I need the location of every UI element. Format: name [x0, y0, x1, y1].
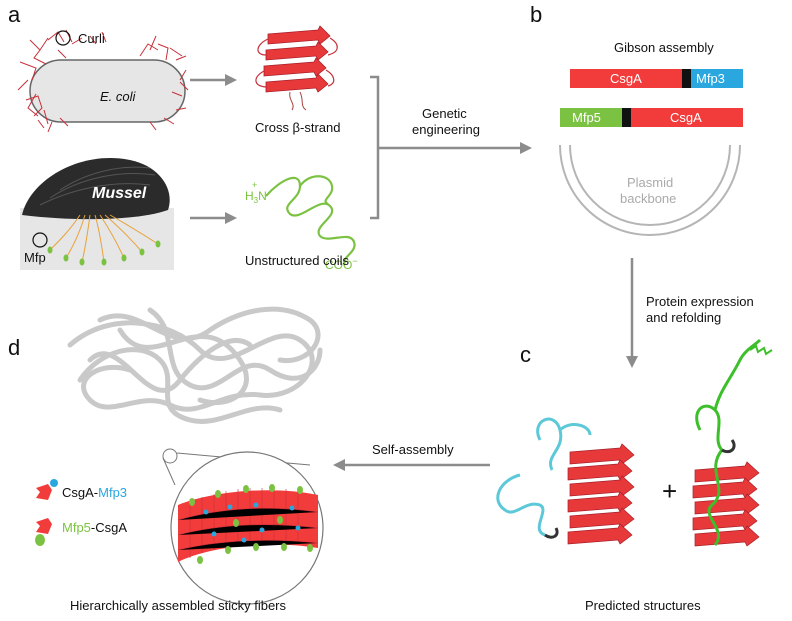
unstructured-coils-illustration: H3N + COO− Unstructured coils — [245, 175, 358, 272]
panel-letter-d: d — [8, 335, 20, 360]
gibson-assembly-panel: Gibson assembly CsgA Mfp3 Mfp5 CsgA Plas… — [559, 40, 743, 236]
genetic-engineering-arrow: Genetic engineering — [370, 75, 532, 220]
predicted-structures-caption: Predicted structures — [585, 598, 701, 613]
n-terminus-label: H3N — [245, 189, 267, 205]
cross-beta-label: Cross β-strand — [255, 120, 341, 135]
legend1-text: CsgA-Mfp3 — [62, 485, 127, 500]
genetic-engineering-line1: Genetic — [422, 106, 467, 121]
n-terminus-charge: + — [252, 180, 257, 190]
sticky-fibers-caption: Hierarchically assembled sticky fibers — [70, 598, 287, 613]
construct-mfp5-csga: Mfp5 CsgA — [560, 108, 743, 127]
legend-mfp5-csga: Mfp5-CsgA — [35, 518, 127, 546]
c-terminus-label: COO− — [325, 256, 358, 272]
plasmid-label-line1: Plasmid — [627, 175, 673, 190]
construct2-mfp5-label: Mfp5 — [572, 110, 601, 125]
plasmid-backbone-icon: Plasmid backbone — [559, 144, 741, 236]
panel-letter-b: b — [530, 2, 542, 27]
curli-label: Curli — [78, 31, 105, 46]
legend-csga-mfp3: CsgA-Mfp3 — [36, 479, 127, 500]
arrow-ecoli-to-beta — [190, 74, 237, 86]
predicted-structures-panel: + Predicted structures — [496, 338, 773, 613]
ecoli-cell-illustration: Curli E. coli — [17, 29, 189, 133]
mfp5-csga-structure — [692, 338, 773, 547]
byssal-threads-icon — [49, 214, 159, 263]
magnified-fiber-view — [170, 451, 324, 605]
sticky-fibers-panel: CsgA-Mfp3 Mfp5-CsgA Hierarchically assem… — [35, 306, 324, 613]
arrow-mussel-to-coils — [190, 212, 237, 224]
fiber-network-icon — [67, 306, 323, 424]
construct1-csga-label: CsgA — [610, 71, 642, 86]
mfp-label: Mfp — [24, 250, 46, 265]
genetic-engineering-line2: engineering — [412, 122, 480, 137]
self-assembly-arrow: Self-assembly — [333, 442, 490, 471]
csga-mfp3-structure — [496, 417, 635, 545]
plasmid-label-line2: backbone — [620, 191, 676, 206]
protein-expression-line1: Protein expression — [646, 294, 754, 309]
protein-expression-line2: and refolding — [646, 310, 721, 325]
coils-label: Unstructured coils — [245, 253, 350, 268]
self-assembly-label: Self-assembly — [372, 442, 454, 457]
gibson-assembly-title: Gibson assembly — [614, 40, 714, 55]
protein-expression-arrow: Protein expression and refolding — [626, 258, 754, 368]
plus-sign: + — [662, 476, 677, 506]
mussel-label: Mussel — [92, 185, 147, 202]
construct2-csga-label: CsgA — [670, 110, 702, 125]
legend2-text: Mfp5-CsgA — [62, 520, 127, 535]
construct-csga-mfp3: CsgA Mfp3 — [570, 69, 743, 88]
construct1-mfp3-label: Mfp3 — [696, 71, 725, 86]
curli-fibers-icon — [17, 29, 189, 133]
ecoli-label: E. coli — [100, 89, 137, 104]
panel-letter-a: a — [8, 2, 21, 27]
mussel-illustration: Mussel Mfp — [20, 158, 174, 270]
cross-beta-strand-illustration: Cross β-strand — [255, 25, 341, 135]
panel-letter-c: c — [520, 342, 531, 367]
